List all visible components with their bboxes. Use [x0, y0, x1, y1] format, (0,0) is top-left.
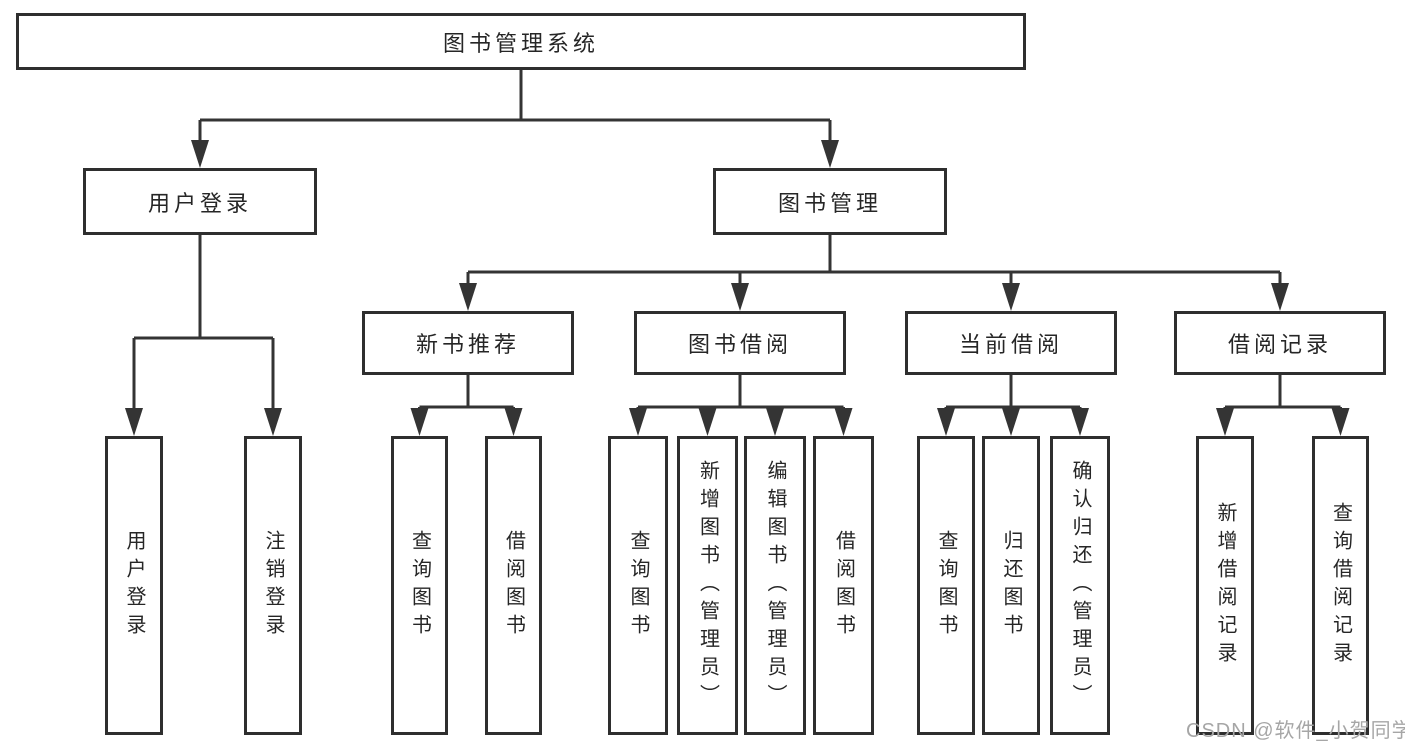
node-label: 查询借阅记录 — [1329, 501, 1352, 670]
node-book-management: 图书管理 — [713, 168, 947, 235]
node-label: 图书管理系统 — [442, 30, 599, 56]
node-label: 借阅图书 — [502, 529, 525, 642]
leaf-query-borrow-record: 查询借阅记录 — [1312, 436, 1369, 735]
leaf-add-books-admin: 新增图书（管理员） — [677, 436, 738, 735]
node-label: 当前借阅 — [958, 332, 1063, 357]
arrow-down-icon — [191, 140, 209, 168]
arrow-down-icon — [821, 140, 839, 168]
node-label: 编辑图书（管理员） — [764, 459, 786, 712]
arrow-down-icon — [1271, 283, 1289, 311]
arrow-down-icon — [504, 408, 523, 436]
leaf-edit-books-admin: 编辑图书（管理员） — [744, 436, 806, 735]
node-label: 查询图书 — [408, 529, 431, 642]
leaf-query-books-current: 查询图书 — [917, 436, 975, 735]
node-label: 查询图书 — [935, 529, 957, 642]
arrow-down-icon — [459, 283, 477, 311]
arrow-down-icon — [264, 408, 282, 436]
node-label: 用户登录 — [147, 190, 252, 216]
arrow-down-icon — [937, 408, 955, 436]
arrow-down-icon — [629, 408, 647, 436]
leaf-borrow-books-recommend: 借阅图书 — [485, 436, 542, 735]
node-borrow-records: 借阅记录 — [1174, 311, 1386, 375]
node-label: 图书管理 — [777, 190, 882, 216]
node-label: 归还图书 — [1000, 529, 1022, 642]
arrow-down-icon — [1331, 408, 1350, 436]
leaf-logout: 注销登录 — [244, 436, 302, 735]
arrow-down-icon — [1002, 408, 1020, 436]
leaf-query-books-recommend: 查询图书 — [391, 436, 448, 735]
node-label: 查询图书 — [627, 529, 649, 642]
node-current-borrow: 当前借阅 — [905, 311, 1117, 375]
arrow-down-icon — [1216, 408, 1234, 436]
leaf-return-books: 归还图书 — [982, 436, 1040, 735]
arrow-down-icon — [834, 408, 853, 436]
node-user-login: 用户登录 — [83, 168, 317, 235]
node-label: 新书推荐 — [415, 332, 520, 357]
node-label: 新增图书（管理员） — [696, 459, 719, 712]
node-label: 注销登录 — [262, 529, 284, 642]
arrow-down-icon — [766, 408, 784, 436]
leaf-confirm-return-admin: 确认归还（管理员） — [1050, 436, 1110, 735]
arrow-down-icon — [731, 283, 749, 311]
arrow-down-icon — [1002, 283, 1020, 311]
leaf-borrow-books-borrow: 借阅图书 — [813, 436, 874, 735]
arrow-down-icon — [1071, 408, 1089, 436]
csdn-watermark: CSDN @软件_小贺同学 — [1186, 720, 1405, 742]
node-label: 借阅图书 — [832, 529, 855, 642]
node-label: 新增借阅记录 — [1214, 501, 1236, 670]
node-label: 借阅记录 — [1227, 332, 1332, 357]
leaf-add-borrow-record: 新增借阅记录 — [1196, 436, 1254, 735]
arrow-down-icon — [698, 408, 717, 436]
leaf-query-books-borrow: 查询图书 — [608, 436, 668, 735]
arrow-down-icon — [125, 408, 143, 436]
node-label: 用户登录 — [123, 529, 145, 642]
node-label: 图书借阅 — [687, 332, 792, 357]
arrow-down-icon — [410, 408, 429, 436]
node-new-book-recommend: 新书推荐 — [362, 311, 574, 375]
leaf-user-login: 用户登录 — [105, 436, 163, 735]
node-root-system: 图书管理系统 — [16, 13, 1026, 70]
node-book-borrow: 图书借阅 — [634, 311, 846, 375]
node-label: 确认归还（管理员） — [1069, 459, 1091, 712]
